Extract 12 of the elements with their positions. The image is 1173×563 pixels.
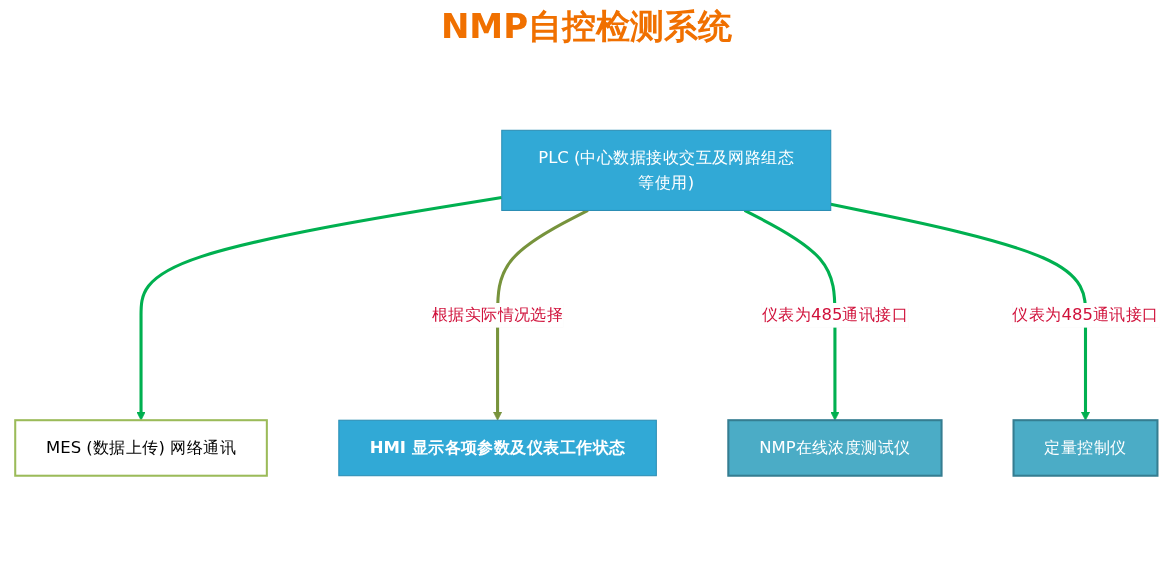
node-box: NMP在线浓度测试仪 <box>726 419 943 477</box>
edge-label: 根据实际情况选择 <box>431 305 563 325</box>
node-box: 定量控制仪 <box>1012 419 1158 477</box>
node-box: MES (数据上传) 网络通讯 <box>13 419 268 477</box>
edge-label: 仪表为485通讯接口 <box>1011 305 1159 325</box>
arrow <box>136 195 502 421</box>
arrow <box>743 209 839 421</box>
title: NMP自控检测系统 <box>439 5 734 48</box>
arrow <box>492 209 589 421</box>
node-box: HMI 显示各项参数及仪表工作状态 <box>337 419 657 477</box>
node-box: PLC (中心数据接收交互及网路组态等使用) <box>500 129 831 211</box>
edge-label: 仪表为485通讯接口 <box>761 305 908 325</box>
